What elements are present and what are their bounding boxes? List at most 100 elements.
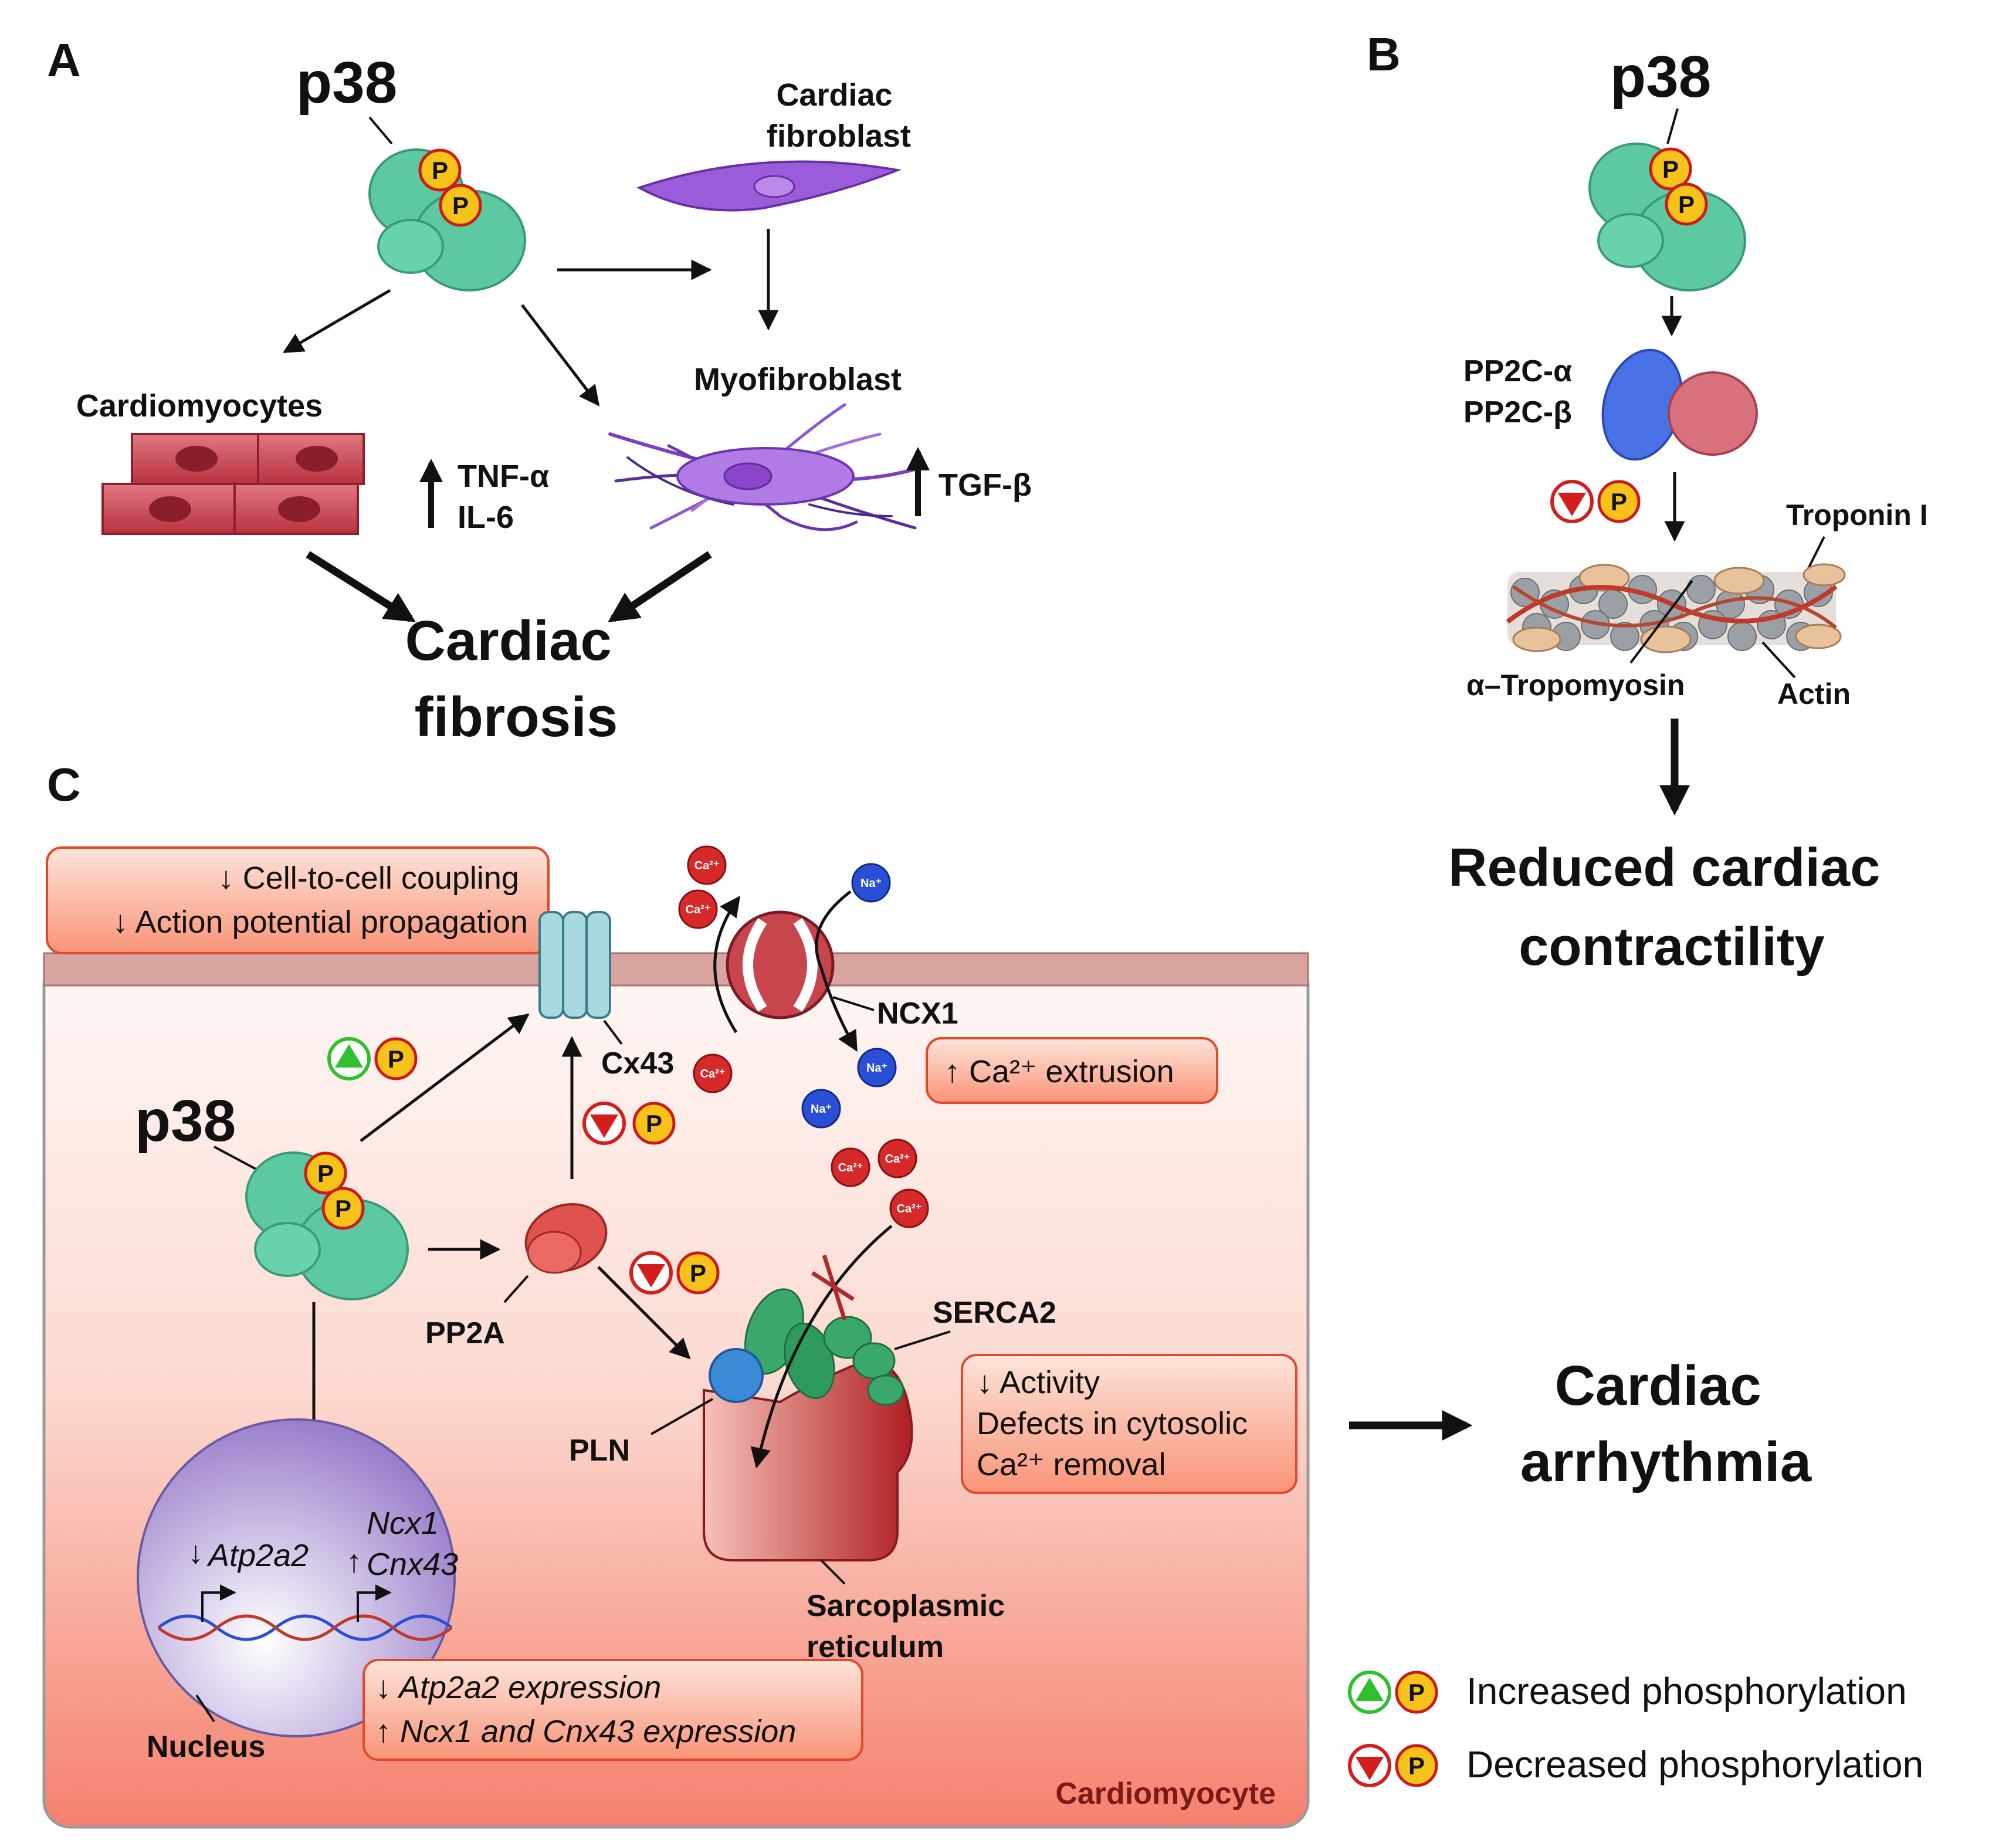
troponin-label: Troponin I (1786, 499, 1928, 531)
pp2c-protein-icon (1601, 348, 1758, 461)
legend-decreased-icon: P (1348, 1744, 1438, 1787)
serca2-label: SERCA2 (933, 1296, 1056, 1330)
coupling-info-box (46, 846, 550, 954)
arrow-cardiomyocytes-to-fibrosis (306, 551, 416, 622)
pp2a-protein-icon (524, 1203, 608, 1274)
arrow-pp2a-to-serca (597, 1266, 691, 1360)
cx43-channel-icon (538, 911, 611, 1019)
ncx1-pointer (832, 996, 875, 1011)
svg-text:P: P (432, 157, 448, 184)
cx43-label: Cx43 (601, 1046, 674, 1080)
sr-label: Sarcoplasmic reticulum (807, 1589, 1014, 1664)
svg-text:Ca²⁺: Ca²⁺ (885, 1153, 910, 1166)
panel-label-b: B (1367, 28, 1401, 80)
panel-b: B p38 P P PP2C-α PP2C-β P Troponin I (1367, 28, 1928, 977)
svg-text:P: P (388, 1045, 404, 1073)
nucleus-label: Nucleus (147, 1730, 265, 1764)
panel-label-c: C (47, 758, 81, 811)
cytokines-label: TNF-α IL-6 (458, 459, 558, 535)
pp2a-label: PP2A (425, 1316, 505, 1350)
phospho-icon: P P (418, 148, 482, 227)
cardiomyocytes-label: Cardiomyocytes (76, 388, 323, 424)
p38-pointer-line-b (1666, 108, 1679, 144)
gene-up-arrow: ↑ (346, 1544, 362, 1579)
svg-text:P: P (1662, 155, 1679, 183)
cardiac-fibroblast-label: Cardiac fibroblast (767, 77, 911, 154)
pln-icon (709, 1348, 764, 1403)
gene-up-label: Ncx1 Cnx43 (367, 1506, 458, 1582)
p38-pointer-line (368, 116, 393, 145)
panel-label-a: A (47, 34, 81, 86)
expression-info-text: ↓ Atp2a2 expression ↑ Ncx1 and Cnx43 exp… (375, 1670, 796, 1749)
svg-text:Ca²⁺: Ca²⁺ (838, 1161, 863, 1174)
activity-info-box (961, 1354, 1297, 1494)
actin-pointer (1761, 641, 1796, 679)
gene-down-arrow: ↓ (188, 1535, 204, 1570)
p38-label: p38 (296, 50, 397, 116)
svg-text:P: P (317, 1160, 334, 1187)
cardiomyocytes-cells-icon (101, 433, 365, 535)
myofibroblast-cell-icon (608, 403, 917, 531)
svg-text:Ca²⁺: Ca²⁺ (897, 1202, 922, 1215)
tropomyosin-label: α–Tropomyosin (1466, 669, 1685, 702)
ncx1-exchanger-icon (713, 890, 858, 1052)
sodium-ions: Na⁺ Na⁺ Na⁺ (801, 863, 897, 1129)
legend-decreased-label: Decreased phosphorylation (1466, 1743, 1923, 1786)
cardiac-arrhythmia-outcome: Cardiac arrhythmia (1520, 1354, 1812, 1493)
reduced-contractility-outcome: Reduced cardiac contractility (1448, 838, 1895, 977)
svg-text:P: P (335, 1195, 351, 1222)
cardiac-fibrosis-outcome: Cardiac fibrosis (405, 609, 628, 748)
actin-label: Actin (1777, 677, 1851, 710)
arrow-p38-to-cardiomyocytes (282, 289, 391, 354)
svg-text:Ca²⁺: Ca²⁺ (700, 1068, 726, 1080)
increased-phospho-icon: P (327, 1037, 418, 1080)
arrow-p38-to-cx43 (360, 1013, 530, 1142)
pp2c-label: PP2C-α PP2C-β (1463, 354, 1581, 429)
pln-pointer (650, 1398, 713, 1435)
svg-text:Na⁺: Na⁺ (866, 1062, 887, 1075)
svg-text:P: P (1408, 1752, 1425, 1780)
calcium-ions: Ca²⁺ Ca²⁺ Ca²⁺ Ca²⁺ Ca²⁺ Ca²⁺ (678, 845, 929, 1228)
pp2a-pointer (503, 1275, 529, 1303)
cx43-pointer (603, 1019, 623, 1045)
p38-protein-icon-b: P P (1588, 143, 1746, 292)
cell-membrane (43, 952, 1309, 987)
decreased-phospho-icon-b: P (1550, 480, 1641, 523)
legend: P Increased phosphorylation P Decreased … (1348, 1670, 1923, 1787)
svg-text:P: P (1678, 191, 1695, 218)
activity-info-text: ↓ Activity Defects in cytosolic Ca²⁺ rem… (977, 1365, 1256, 1482)
fibroblast-cell-icon (636, 160, 902, 212)
svg-text:Na⁺: Na⁺ (811, 1103, 832, 1116)
svg-text:Ca²⁺: Ca²⁺ (686, 903, 711, 916)
svg-text:Ca²⁺: Ca²⁺ (694, 859, 720, 872)
p38-protein-icon-c: P P (245, 1151, 409, 1300)
thin-filament-icon (1506, 563, 1846, 653)
nucleus-pointer (195, 1694, 215, 1723)
blocked-calcium-path (750, 1225, 893, 1469)
p38-pointer-line-c (214, 1146, 259, 1171)
extrusion-info-text: ↑ Ca²⁺ extrusion (944, 1054, 1174, 1089)
decreased-phospho-icon-cx43: P (582, 1102, 676, 1145)
gene-down-label: Atp2a2 (206, 1538, 309, 1573)
sr-pointer (820, 1559, 846, 1585)
serca2-pump-icon (744, 1288, 904, 1406)
sr-icon (703, 1360, 913, 1561)
svg-text:P: P (646, 1110, 662, 1137)
decreased-phospho-icon-serca: P (629, 1251, 720, 1295)
legend-increased-icon: P (1348, 1671, 1438, 1714)
ncx1-label: NCX1 (877, 997, 958, 1031)
svg-text:Na⁺: Na⁺ (860, 877, 882, 890)
nucleus-icon (137, 1418, 456, 1737)
svg-text:P: P (1611, 488, 1627, 516)
cardiomyocyte-label: Cardiomyocyte (1055, 1777, 1276, 1811)
legend-increased-label: Increased phosphorylation (1466, 1670, 1907, 1712)
tropomyosin-pointer (1629, 580, 1693, 664)
block-cross-icon (811, 1254, 855, 1321)
serca2-pointer (894, 1330, 951, 1350)
panel-a: A p38 P P Cardiac fibroblast Myofibrobla… (47, 34, 1032, 748)
arrow-myofibroblast-to-fibrosis (608, 551, 712, 622)
svg-text:P: P (452, 192, 469, 219)
expression-info-box (362, 1659, 863, 1761)
panel-c: C ↓ Cell-to-cell coupling ↓ Action poten… (42, 758, 1812, 1829)
